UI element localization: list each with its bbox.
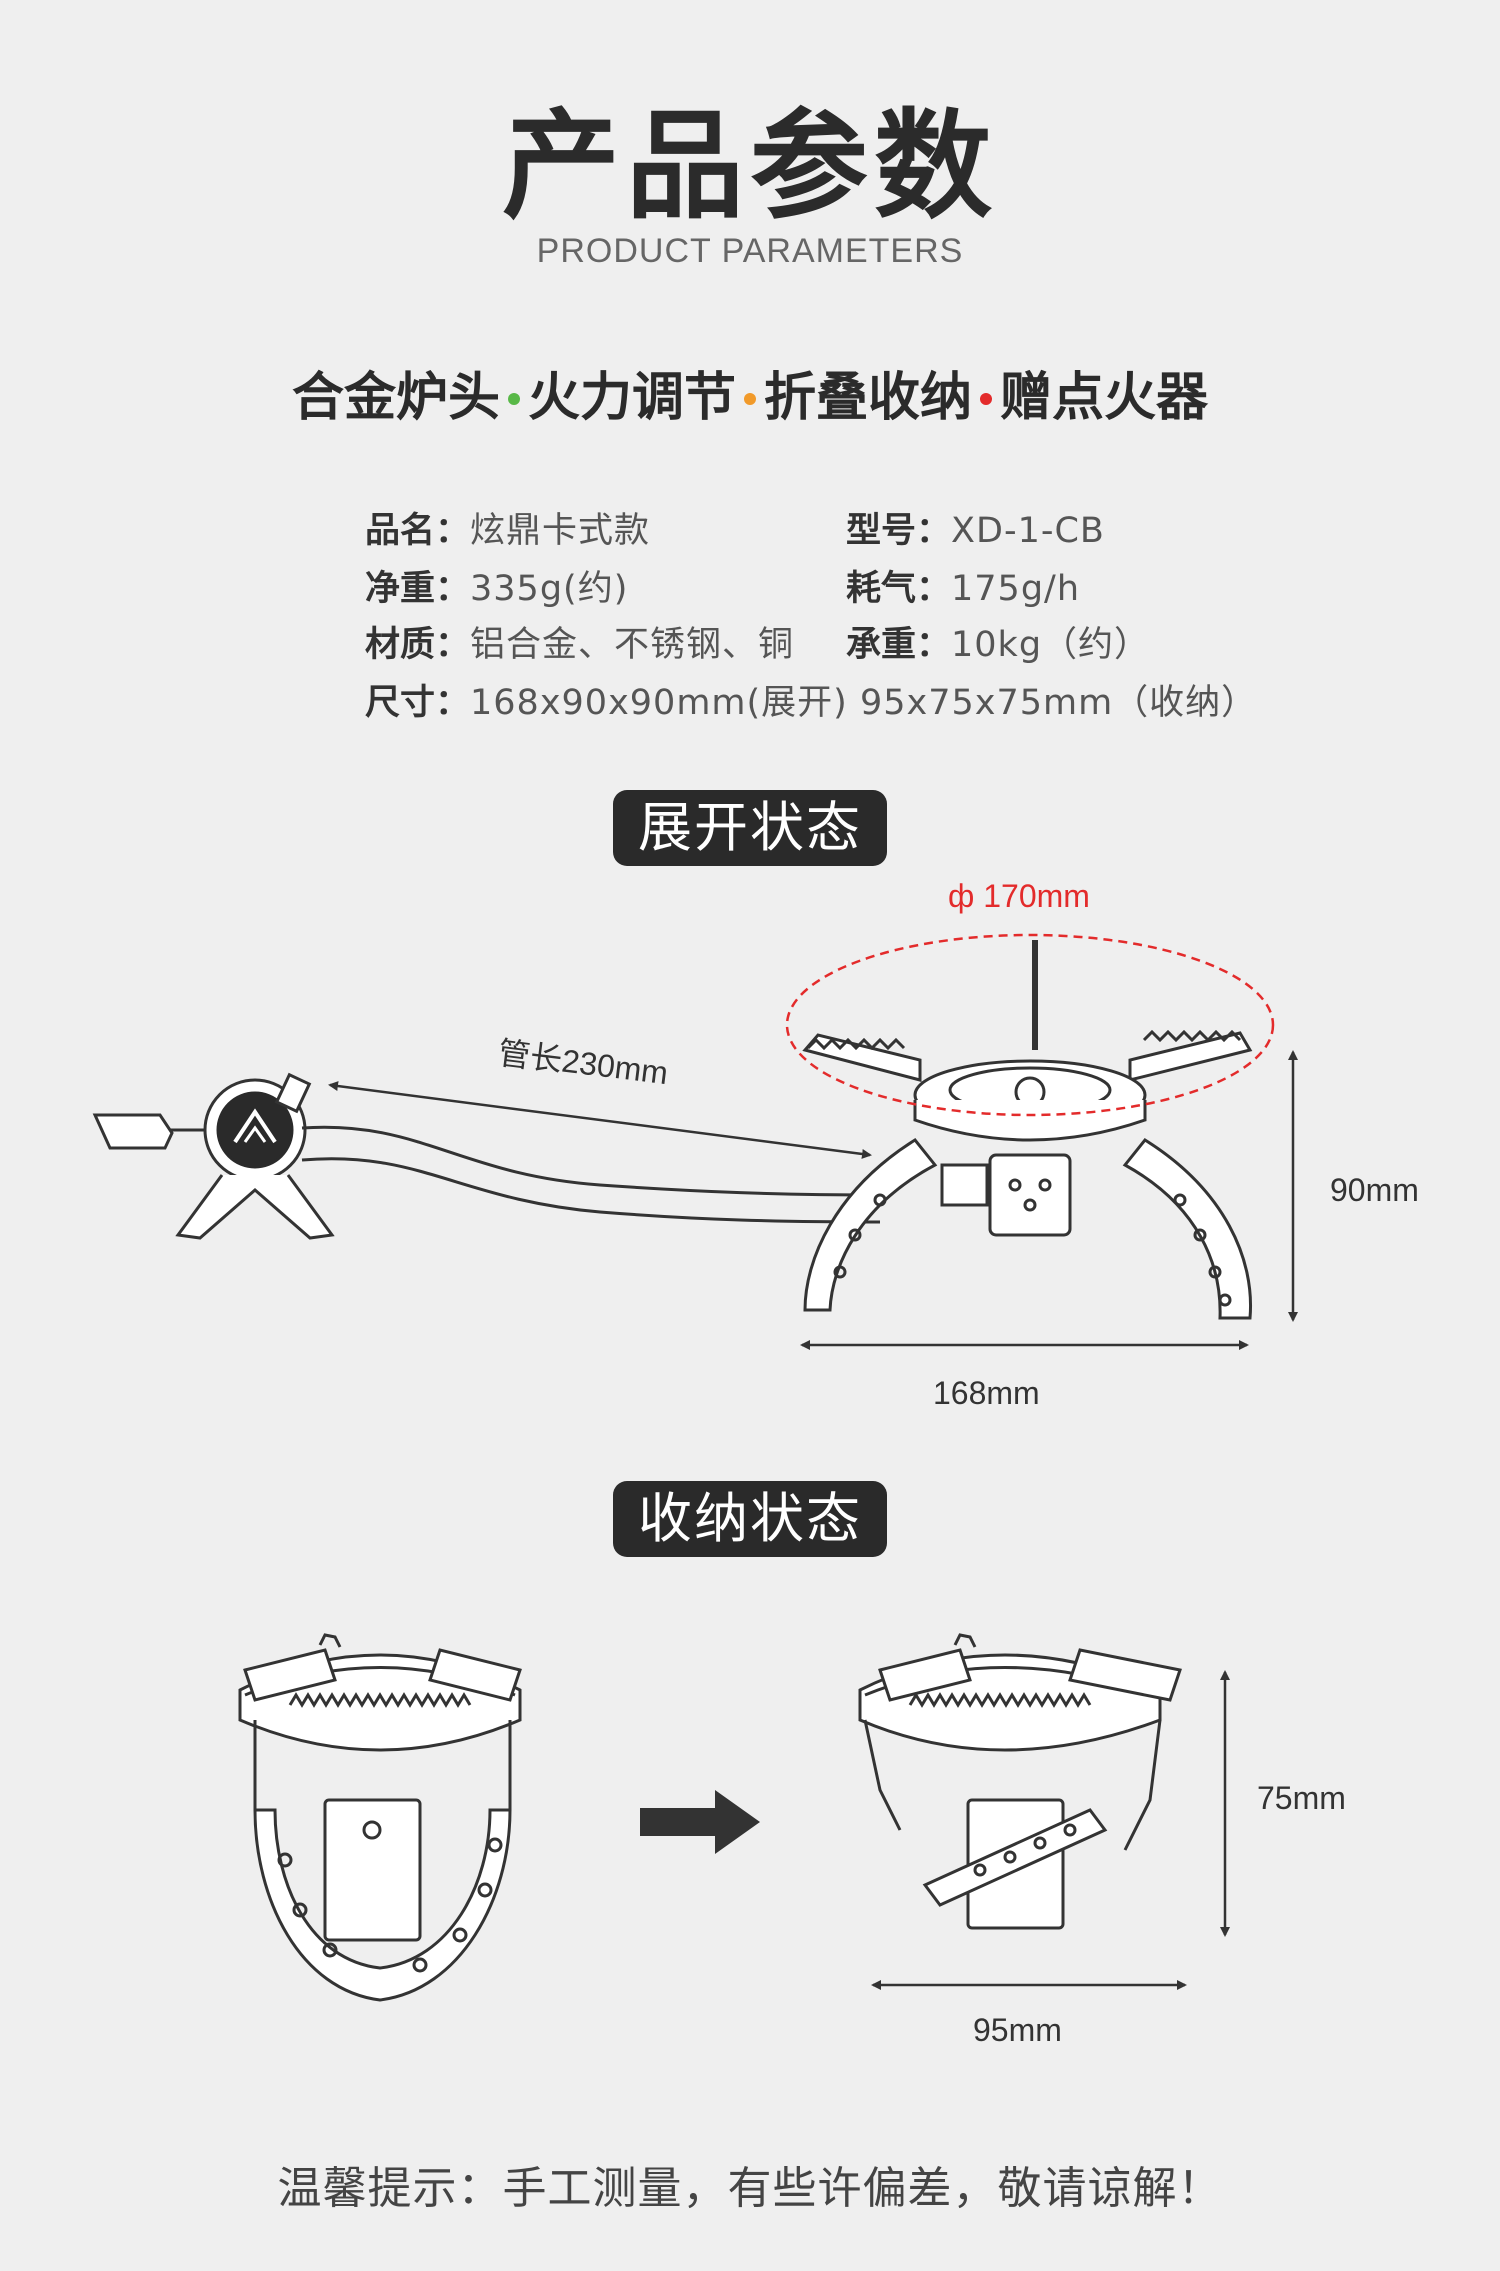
folded-state-badge: 收纳状态 [613,1481,887,1557]
spec-model: 型号：XD-1-CB [846,511,1105,551]
spec-name: 品名：炫鼎卡式款 [365,511,651,551]
height-label-expanded: 90mm [1330,1172,1419,1208]
expanded-state-badge: 展开状态 [613,790,887,866]
spec-gas: 耗气：175g/h [846,569,1081,609]
feature-item: 合金炉头 [291,367,500,428]
feature-item: 赠点火器 [1000,367,1209,428]
spec-size: 尺寸：168x90x90mm(展开) 95x75x75mm（收纳） [365,683,1258,723]
height-label-folded: 75mm [1257,1780,1346,1816]
width-label-expanded: 168mm [933,1375,1040,1411]
feature-dot-red [980,392,993,405]
spec-weight: 净重：335g(约) [365,569,629,609]
hose-length-arrow [328,1081,872,1159]
width-label-folded: 95mm [973,2012,1062,2048]
page-title: 产品参数 [501,96,998,235]
spec-material: 材质：铝合金、不锈钢、铜 [365,625,795,665]
feature-list: 合金炉头火力调节折叠收纳赠点火器 [0,355,1500,430]
burner-body [988,1153,1072,1237]
pot-support-left [802,1033,922,1082]
measurement-notice: 温馨提示：手工测量，有些许偏差，敬请谅解！ [277,2163,1223,2214]
feature-dot-orange [744,392,756,405]
pot-support-right [1128,1031,1253,1082]
spec-load: 承重：10kg（约） [846,625,1151,665]
feature-item: 火力调节 [527,367,736,428]
feature-dot-green [507,392,520,405]
gas-hose [301,1125,881,1197]
folded-stove-illustration-2 [858,1633,1182,1930]
transition-arrow [640,1790,760,1854]
page-subtitle: PRODUCT PARAMETERS [536,232,964,270]
diameter-indicator [785,933,1275,1117]
folded-stove-illustration-1 [238,1633,522,2002]
diameter-label: ф 170mm [948,878,1090,914]
gas-regulator [92,1072,335,1240]
feature-item: 折叠收纳 [764,367,973,428]
stove-leg-right [1122,1138,1253,1320]
stove-leg-left [803,1138,938,1312]
expanded-stove-illustration [92,933,1275,1320]
